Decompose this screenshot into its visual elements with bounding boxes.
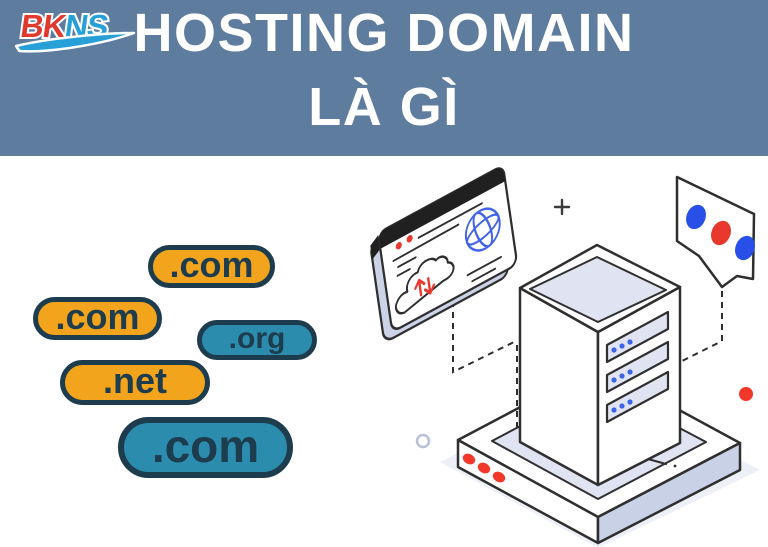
circle-accent-icon [415,433,431,449]
red-dot-accent-icon [739,387,753,401]
bubble-dot-blue-2 [735,235,755,261]
bubble-dot-blue-1 [686,204,706,230]
plus-icon [553,198,571,216]
domain-pill-label: .com [55,296,140,337]
globe-icon [464,207,501,252]
logo-text: BKNS [18,8,110,44]
platform-sketch-dash [647,458,677,468]
bubble-dot-red [711,220,731,246]
header-band: HOSTING DOMAIN LÀ GÌ BKNS [0,0,768,156]
connector-dashes [452,291,723,428]
domain-pill-label: .net [102,360,167,401]
domain-pill-com-2: .com [33,297,162,340]
server-tower-icon [518,243,682,487]
cloud-sync-icon [394,255,455,315]
domain-pill-label: .org [228,321,286,355]
domain-pill-com-3: .com [118,417,293,478]
page-title-line1: HOSTING DOMAIN [133,3,635,63]
server-led-dots [611,339,633,413]
page-title-line2: LÀ GÌ [308,77,460,137]
domain-pill-label: .com [169,244,254,285]
browser-window-icon [370,167,518,341]
logo-swoosh [14,31,136,53]
platform-red-dots [462,453,506,483]
bkns-logo: BKNS [14,6,136,53]
browser-titlebar [379,168,506,249]
speech-bubble-icon [675,175,756,289]
domain-pill-org: .org [197,320,317,360]
domain-pill-label: .com [151,420,260,472]
domain-pill-net: .net [60,360,210,405]
browser-red-dots [395,235,413,250]
browser-text-lines [392,202,502,283]
upload-download-arrows [414,276,436,297]
domain-pill-com-1: .com [148,245,275,288]
